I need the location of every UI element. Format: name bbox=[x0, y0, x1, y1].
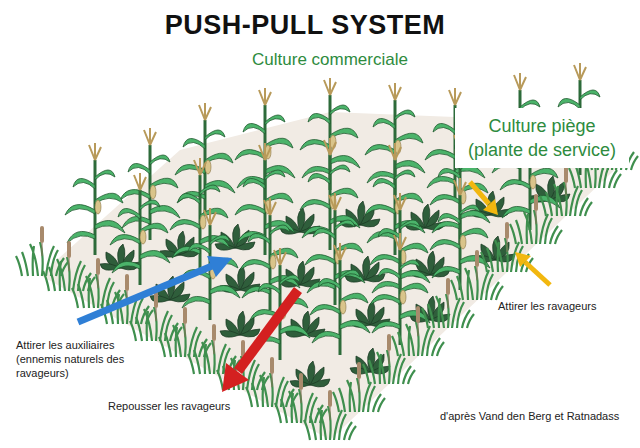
diagram-title: PUSH-PULL SYSTEM bbox=[0, 10, 610, 41]
trap-crop-box: Culture piège (plante de service) bbox=[455, 108, 629, 168]
arrow-shaft bbox=[78, 266, 212, 322]
maize-plant bbox=[120, 128, 180, 240]
maize-plant bbox=[430, 178, 490, 290]
crop-label: Culture commerciale bbox=[180, 50, 480, 70]
arrow-shaft bbox=[525, 262, 550, 285]
desmodium-plant bbox=[280, 261, 320, 287]
napier-grass bbox=[363, 334, 415, 384]
napier-grass bbox=[304, 390, 356, 440]
attract-pest-arrow bbox=[515, 252, 550, 285]
maize-plant bbox=[110, 173, 170, 285]
desmodium-plant bbox=[290, 361, 330, 387]
repel-arrow bbox=[222, 290, 298, 392]
maize-plant bbox=[370, 233, 430, 345]
attract-arrow bbox=[78, 256, 232, 322]
maize-plant bbox=[170, 158, 230, 270]
maize-crop bbox=[250, 233, 430, 360]
napier-grass bbox=[540, 166, 592, 216]
arrow-label: Attirer les auxiliaires (ennemis naturel… bbox=[16, 338, 154, 380]
napier-grass bbox=[510, 194, 562, 244]
trap-grass-border bbox=[16, 120, 638, 440]
arrow-label: Repousser les ravageurs bbox=[108, 400, 258, 412]
napier-grass bbox=[159, 307, 211, 357]
attract-pest-arrow bbox=[470, 182, 498, 215]
napier-grass bbox=[188, 324, 240, 374]
napier-grass bbox=[43, 241, 95, 291]
credit-caption: d'après Vand den Berg et Ratnadass bbox=[440, 410, 635, 422]
napier-grass bbox=[275, 373, 327, 423]
arrow-shaft bbox=[470, 182, 489, 204]
napier-grass bbox=[392, 306, 444, 356]
napier-grass bbox=[422, 278, 474, 328]
arrow-head bbox=[515, 252, 531, 267]
arrow-label: Attirer les ravageurs bbox=[498, 300, 633, 312]
napier-grass bbox=[72, 258, 124, 308]
arrow-head bbox=[207, 256, 232, 277]
node-text: Culture piège (plante de service) bbox=[461, 114, 623, 162]
arrow-head bbox=[222, 363, 249, 392]
napier-grass bbox=[333, 362, 385, 412]
maize-plant bbox=[310, 243, 370, 355]
napier-grass bbox=[451, 250, 503, 300]
arrow-head bbox=[483, 199, 498, 215]
napier-grass bbox=[246, 357, 298, 407]
arrow-shaft bbox=[238, 290, 298, 371]
